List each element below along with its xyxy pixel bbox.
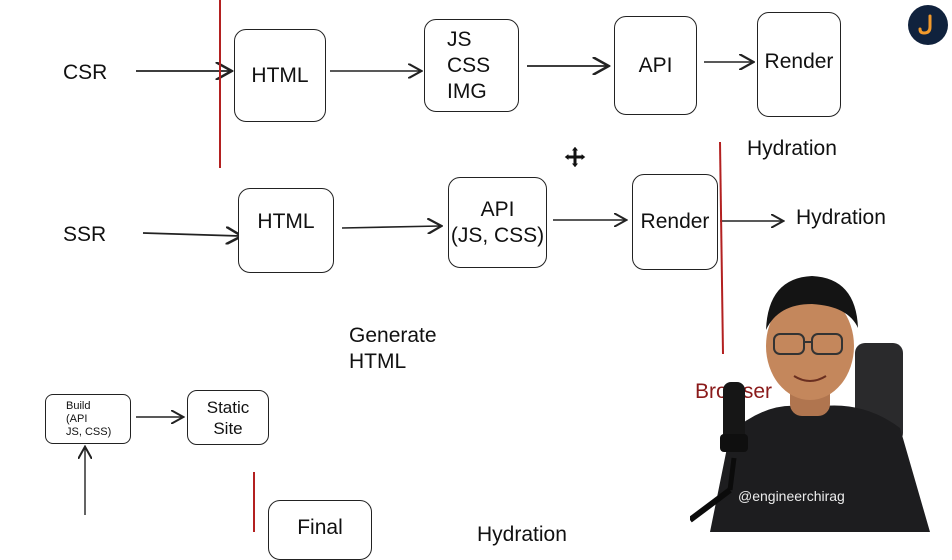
ssg-final-text: Final [297, 516, 343, 539]
ssg-static-site-text: Static Site [206, 397, 250, 438]
csr-api-text: API [638, 53, 673, 77]
csr-render-box: Render [757, 12, 841, 117]
ssg-final-box: Final [268, 500, 372, 560]
csr-html-text: HTML [251, 63, 309, 87]
webcam-overlay: @engineerchirag [690, 258, 952, 532]
csr-api-box: API [614, 16, 697, 115]
ssr-render-text: Render [640, 210, 710, 233]
connectors-layer [0, 0, 952, 532]
ssg-generate-html-label: Generate HTML [349, 324, 437, 373]
ssg-hydration-partial-label: Hydration [477, 523, 567, 546]
shirt-handle-text: @engineerchirag [738, 488, 845, 504]
ssr-divider-line [719, 141, 724, 355]
csr-render-text: Render [764, 50, 834, 73]
move-cursor-icon [562, 144, 588, 170]
ssr-html-text: HTML [257, 210, 315, 233]
channel-logo-icon [908, 5, 948, 45]
ssg-build-text: Build (API JS, CSS) [66, 399, 112, 438]
csr-assets-box: JS CSS IMG [424, 19, 519, 112]
ssr-api-text: API (JS, CSS) [450, 197, 545, 247]
ssr-api-box: API (JS, CSS) [448, 177, 547, 268]
ssg-build-box: Build (API JS, CSS) [45, 394, 131, 444]
ssr-html-box: HTML [238, 188, 334, 273]
ssr-hydration-label: Hydration [796, 206, 886, 229]
csr-hydration-label: Hydration [747, 137, 837, 160]
csr-assets-text: JS CSS IMG [447, 27, 491, 103]
ssr-arrow-html-api [341, 226, 440, 228]
ssg-static-site-box: Static Site [187, 390, 269, 445]
webcam-presenter-image [690, 276, 930, 532]
microphone [723, 382, 745, 442]
ssr-arrow-start [142, 233, 240, 236]
ssr-label: SSR [63, 223, 107, 246]
csr-html-box: HTML [234, 29, 326, 122]
ssr-render-box: Render [632, 174, 718, 270]
csr-label: CSR [63, 61, 108, 84]
